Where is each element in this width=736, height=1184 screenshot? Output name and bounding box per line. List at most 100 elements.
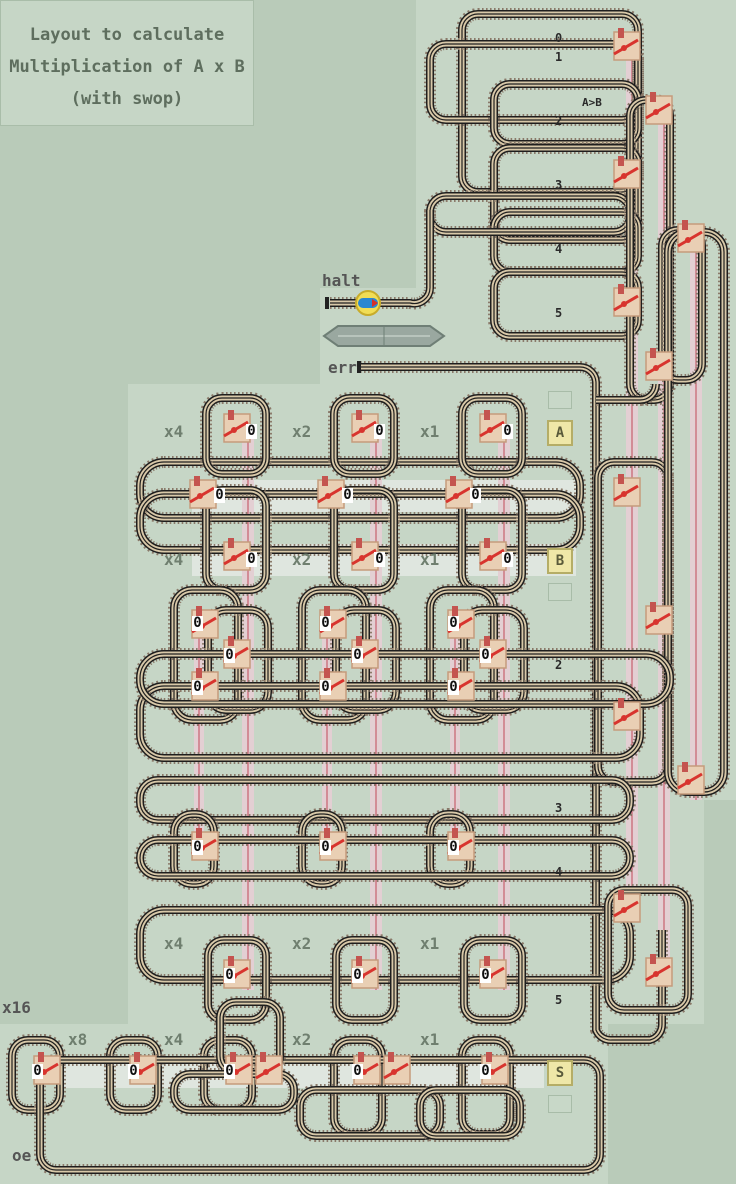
route-3-label: 3 xyxy=(555,178,563,192)
track-switch[interactable] xyxy=(479,410,507,443)
track-switch[interactable] xyxy=(479,538,507,571)
bit-counter[interactable]: 0 xyxy=(320,839,331,855)
track-segment xyxy=(296,808,348,890)
track-switch[interactable] xyxy=(613,284,641,317)
track-switch[interactable] xyxy=(317,476,345,509)
track-segment xyxy=(458,934,528,1026)
badge-b[interactable]: B xyxy=(547,548,573,574)
track-switch[interactable] xyxy=(645,348,673,381)
route-0-label: 0 xyxy=(555,31,563,45)
oe-label: oe xyxy=(12,1146,32,1165)
track-segment xyxy=(360,361,668,1047)
track-switch[interactable] xyxy=(677,762,705,795)
bit-counter[interactable]: 0 xyxy=(32,1063,43,1079)
halt-buffer xyxy=(325,297,329,309)
track-switch[interactable] xyxy=(645,92,673,125)
bit-counter[interactable]: 0 xyxy=(502,551,513,567)
a-x1-label: x1 xyxy=(420,422,440,441)
title-box: Layout to calculate Multiplication of A … xyxy=(0,0,254,126)
bit-counter[interactable]: 0 xyxy=(128,1063,139,1079)
track-switch[interactable] xyxy=(383,1052,411,1085)
track-segment xyxy=(596,383,662,406)
badge-a[interactable]: A xyxy=(547,420,573,446)
track-switch[interactable] xyxy=(351,410,379,443)
bit-counter[interactable]: 0 xyxy=(246,423,257,439)
track-switch[interactable] xyxy=(351,956,379,989)
track-switch[interactable] xyxy=(319,606,347,639)
bit-counter[interactable]: 0 xyxy=(224,967,235,983)
track-switch[interactable] xyxy=(479,956,507,989)
track-switch[interactable] xyxy=(613,890,641,923)
c-x4-label: x4 xyxy=(164,934,184,953)
s-x1-label: x1 xyxy=(420,1030,440,1049)
track-switch[interactable] xyxy=(445,476,473,509)
bit-counter[interactable]: 0 xyxy=(246,551,257,567)
phase-3-label: 3 xyxy=(555,801,563,815)
track-segment xyxy=(330,210,436,310)
bit-counter[interactable]: 0 xyxy=(342,487,353,503)
bit-counter[interactable]: 0 xyxy=(224,1063,235,1079)
track-segment xyxy=(134,456,586,524)
bit-counter[interactable]: 0 xyxy=(320,679,331,695)
bit-counter[interactable]: 0 xyxy=(470,487,481,503)
bit-counter[interactable]: 0 xyxy=(320,615,331,631)
phase-2-label: 2 xyxy=(555,658,563,672)
track-segment xyxy=(168,1068,300,1116)
bit-counter[interactable]: 0 xyxy=(352,1063,363,1079)
bit-counter[interactable]: 0 xyxy=(480,1063,491,1079)
bit-counter[interactable]: 0 xyxy=(448,679,459,695)
bit-counter[interactable]: 0 xyxy=(192,679,203,695)
track-switch[interactable] xyxy=(613,28,641,61)
track-switch[interactable] xyxy=(255,1052,283,1085)
track-segment xyxy=(424,808,476,890)
track-switch[interactable] xyxy=(189,476,217,509)
bit-counter[interactable]: 0 xyxy=(502,423,513,439)
x16-label: x16 xyxy=(2,998,31,1017)
track-switch[interactable] xyxy=(645,954,673,987)
track-segment xyxy=(202,934,272,1026)
phase-5-label: 5 xyxy=(555,993,563,1007)
bit-counter[interactable]: 0 xyxy=(192,615,203,631)
track-segment xyxy=(330,934,400,1026)
track-switch[interactable] xyxy=(223,410,251,443)
track-switch[interactable] xyxy=(613,698,641,731)
bit-counter[interactable]: 0 xyxy=(480,647,491,663)
a-gt-b-label: A>B xyxy=(582,96,602,109)
track-switch[interactable] xyxy=(677,220,705,253)
track-switch[interactable] xyxy=(223,538,251,571)
track-switch[interactable] xyxy=(645,602,673,635)
phase-4-label: 4 xyxy=(555,865,563,879)
bit-counter[interactable]: 0 xyxy=(480,967,491,983)
bit-counter[interactable]: 0 xyxy=(224,647,235,663)
s-x8-label: x8 xyxy=(68,1030,88,1049)
track-segment xyxy=(134,648,676,710)
track-switch[interactable] xyxy=(613,474,641,507)
track-segment xyxy=(488,142,644,246)
bit-counter[interactable]: 0 xyxy=(352,647,363,663)
track-segment xyxy=(296,584,372,726)
route-5-label: 5 xyxy=(555,306,563,320)
badge-s[interactable]: S xyxy=(547,1060,573,1086)
track-segment xyxy=(424,584,500,726)
a-x4-label: x4 xyxy=(164,422,184,441)
bit-counter[interactable]: 0 xyxy=(214,487,225,503)
bit-counter[interactable]: 0 xyxy=(352,967,363,983)
bit-counter[interactable]: 0 xyxy=(374,551,385,567)
bit-counter[interactable]: 0 xyxy=(448,615,459,631)
track-switch[interactable] xyxy=(613,156,641,189)
bit-counter[interactable]: 0 xyxy=(192,839,203,855)
err-label: err xyxy=(328,358,357,377)
track-segment xyxy=(488,266,644,342)
track-segment xyxy=(133,834,637,882)
b-empty-box xyxy=(548,583,572,601)
track-segment xyxy=(414,1084,526,1142)
bit-counter[interactable]: 0 xyxy=(374,423,385,439)
track-segment xyxy=(456,392,528,480)
title-line-3: (with swop) xyxy=(70,89,184,109)
route-4-label: 4 xyxy=(555,242,563,256)
s-empty-box xyxy=(548,1095,572,1113)
marble-token[interactable] xyxy=(355,290,381,316)
track-segment xyxy=(328,392,400,480)
bit-counter[interactable]: 0 xyxy=(448,839,459,855)
